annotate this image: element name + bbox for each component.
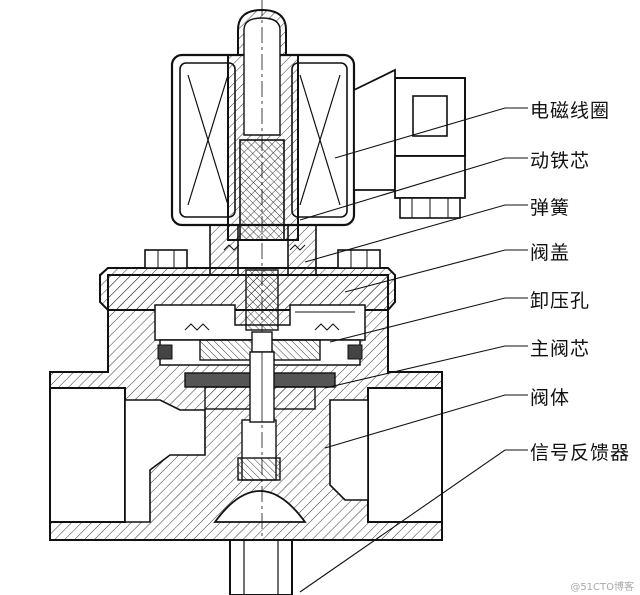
main-valve-core — [157, 323, 363, 410]
bonnet-bolts — [144, 249, 381, 269]
label-body: 阀体 — [530, 387, 571, 409]
return-spring — [209, 224, 317, 276]
solenoid-coil — [170, 53, 466, 227]
leader-bonnet — [344, 249, 528, 293]
leader-spring — [304, 204, 528, 263]
pilot-stem — [245, 269, 279, 423]
label-spring: 弹簧 — [530, 197, 571, 219]
signal-feedback-device — [229, 539, 293, 595]
leader-main-core — [324, 345, 528, 389]
leader-feedback — [299, 449, 528, 593]
plunger-tube — [227, 0, 299, 595]
label-main-core: 主阀芯 — [530, 338, 591, 360]
label-feedback: 信号反馈器 — [530, 442, 631, 464]
label-bleed: 卸压孔 — [530, 290, 591, 312]
leader-coil — [334, 107, 528, 159]
label-bonnet: 阀盖 — [530, 242, 571, 264]
leader-body — [324, 394, 528, 449]
watermark: @51CTO博客 — [570, 582, 634, 593]
leader-lines — [299, 107, 528, 593]
leader-bleed — [329, 297, 528, 343]
leader-plunger — [299, 157, 528, 221]
label-plunger: 动铁芯 — [530, 150, 591, 172]
label-coil: 电磁线圈 — [530, 100, 611, 122]
